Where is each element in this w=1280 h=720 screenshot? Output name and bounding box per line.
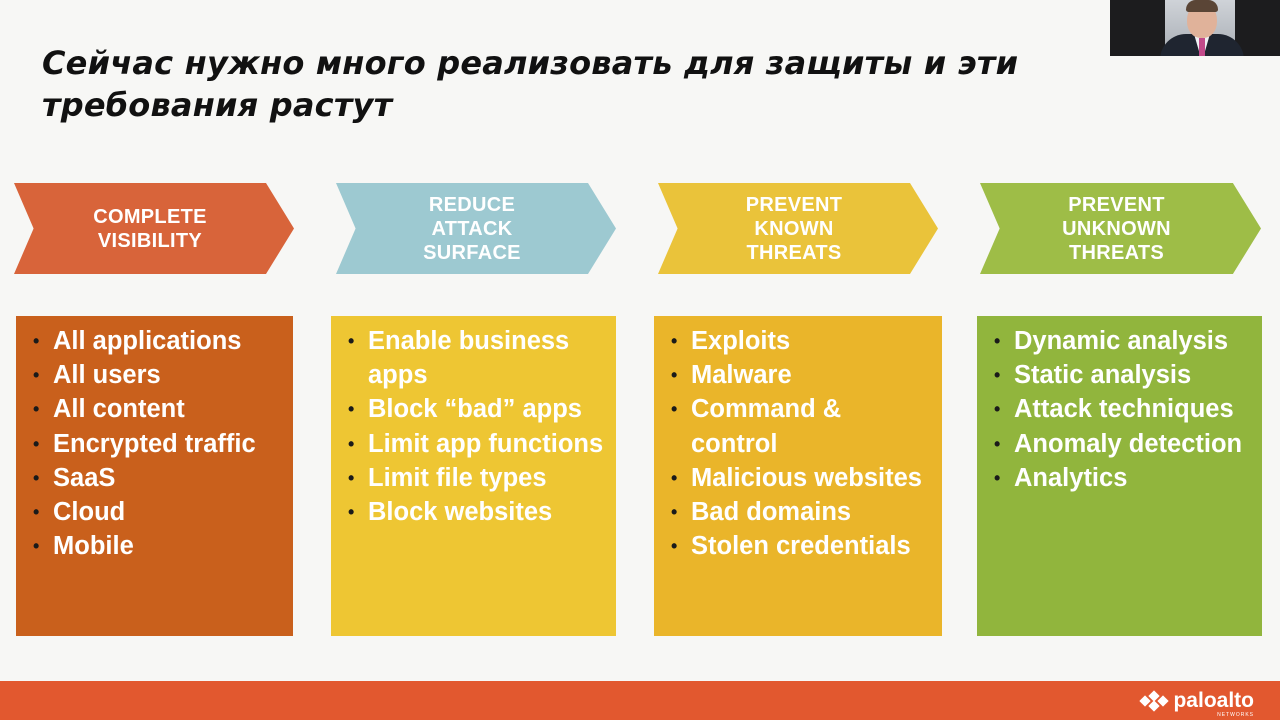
list-item: •Block “bad” apps: [348, 395, 582, 424]
list-item: •Limit app functions: [348, 429, 604, 458]
list-item: •Enable business apps: [348, 327, 570, 390]
list-item: •All users: [33, 361, 161, 390]
chevron-label: PREVENT KNOWN THREATS: [745, 193, 843, 264]
list-item: •Encrypted traffic: [33, 429, 256, 458]
bullet-list: •Dynamic analysis •Static analysis •Atta…: [987, 324, 1252, 495]
list-item: •Block websites: [348, 498, 553, 527]
list-item: •Stolen credentials: [671, 532, 911, 561]
list-item: •Static analysis: [994, 361, 1192, 390]
brand-subtitle: NETWORKS: [1217, 712, 1254, 718]
list-item: •SaaS: [33, 463, 116, 492]
chevron-label: COMPLETE VISIBILITY: [93, 205, 207, 252]
list-item: •All content: [33, 395, 185, 424]
list-item: •Mobile: [33, 532, 134, 561]
chevron-label: PREVENT UNKNOWN THREATS: [1062, 193, 1171, 264]
box-complete-visibility: •All applications •All users •All conten…: [16, 316, 293, 636]
paloalto-logo-icon: [1139, 690, 1170, 712]
list-item: •All applications: [33, 327, 242, 355]
box-reduce-attack-surface: •Enable business apps •Block “bad” apps …: [331, 316, 616, 636]
list-item: •Anomaly detection: [994, 429, 1243, 458]
chevron-complete-visibility: COMPLETE VISIBILITY: [14, 183, 294, 274]
brand-name: paloalto: [1173, 689, 1254, 712]
list-item: •Dynamic analysis: [994, 327, 1229, 355]
bullet-list: •Exploits •Malware •Command & control •M…: [664, 324, 932, 563]
bullet-list: •Enable business apps •Block “bad” apps …: [341, 324, 606, 529]
chevron-reduce-attack-surface: REDUCE ATTACK SURFACE: [336, 183, 616, 274]
box-prevent-known-threats: •Exploits •Malware •Command & control •M…: [654, 316, 942, 636]
bullet-list: •All applications •All users •All conten…: [26, 324, 283, 563]
chevron-label: REDUCE ATTACK SURFACE: [423, 193, 521, 264]
brand-logo: paloalto: [1139, 689, 1254, 713]
list-item: •Attack techniques: [994, 395, 1234, 424]
list-item: •Exploits: [671, 327, 791, 355]
footer-bar: [0, 681, 1280, 720]
chevron-prevent-unknown-threats: PREVENT UNKNOWN THREATS: [980, 183, 1261, 274]
list-item: •Malware: [671, 361, 792, 390]
chevron-prevent-known-threats: PREVENT KNOWN THREATS: [658, 183, 938, 274]
webcam-thumbnail: [1110, 0, 1280, 56]
list-item: •Limit file types: [348, 463, 547, 492]
list-item: •Analytics: [994, 463, 1128, 492]
box-prevent-unknown-threats: •Dynamic analysis •Static analysis •Atta…: [977, 316, 1262, 636]
list-item: •Cloud: [33, 498, 126, 527]
list-item: •Bad domains: [671, 498, 852, 527]
list-item: •Command & control: [671, 395, 842, 458]
slide-title: Сейчас нужно много реализовать для защит…: [42, 44, 1019, 124]
list-item: •Malicious websites: [671, 463, 922, 492]
